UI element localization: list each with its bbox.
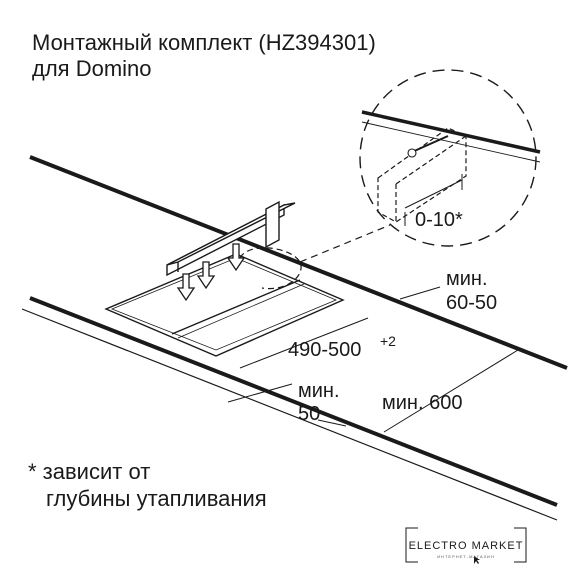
thickness-leader bbox=[399, 286, 441, 300]
footnote: * зависит от глубины утапливания bbox=[28, 458, 267, 512]
min-edge-prefix: мин. bbox=[298, 380, 340, 402]
detail-leader bbox=[299, 224, 391, 263]
logo-frame bbox=[405, 527, 527, 564]
down-arrow-icon bbox=[196, 261, 216, 290]
mounting-rail bbox=[166, 200, 296, 277]
logo-name: ELECTRO MARKET bbox=[408, 540, 524, 552]
countertop-front-edge bbox=[29, 296, 558, 507]
down-arrow-icon bbox=[226, 243, 246, 272]
depth-dimension bbox=[383, 349, 519, 433]
title-line-2: для Domino bbox=[32, 56, 152, 81]
cutout bbox=[104, 253, 345, 357]
min-thickness-value: 60-50 bbox=[446, 292, 497, 314]
edge-distance-dimension bbox=[227, 383, 293, 403]
magnified-detail bbox=[359, 69, 541, 247]
detail-marker-circle bbox=[239, 247, 302, 290]
countertop-back-edge bbox=[29, 155, 568, 370]
cutout-width-label: 490-500 bbox=[288, 339, 361, 361]
min-thickness-prefix: мин. bbox=[446, 268, 488, 290]
cursor-icon bbox=[474, 556, 480, 564]
min-edge-value: 50 bbox=[298, 403, 320, 425]
logo-tagline: ИНТЕРНЕТ-МАГАЗИН bbox=[437, 554, 495, 559]
diagram-title: Монтажный комплект (HZ394301) для Domino bbox=[32, 30, 376, 82]
footnote-line-1: * зависит от bbox=[28, 459, 151, 484]
cutout-width-dimension bbox=[239, 317, 369, 369]
title-line-1: Монтажный комплект (HZ394301) bbox=[32, 30, 376, 55]
gap-label: 0-10* bbox=[415, 209, 463, 231]
insert-arrows bbox=[176, 243, 246, 302]
min-depth-label: мин. 600 bbox=[382, 392, 462, 414]
electro-market-logo: ELECTRO MARKET ИНТЕРНЕТ-МАГАЗИН bbox=[404, 526, 528, 564]
footnote-line-2: глубины утапливания bbox=[46, 486, 267, 511]
cutout-width-tolerance: +2 bbox=[380, 333, 396, 349]
countertop-lower-edge bbox=[21, 308, 558, 521]
down-arrow-icon bbox=[176, 273, 196, 302]
